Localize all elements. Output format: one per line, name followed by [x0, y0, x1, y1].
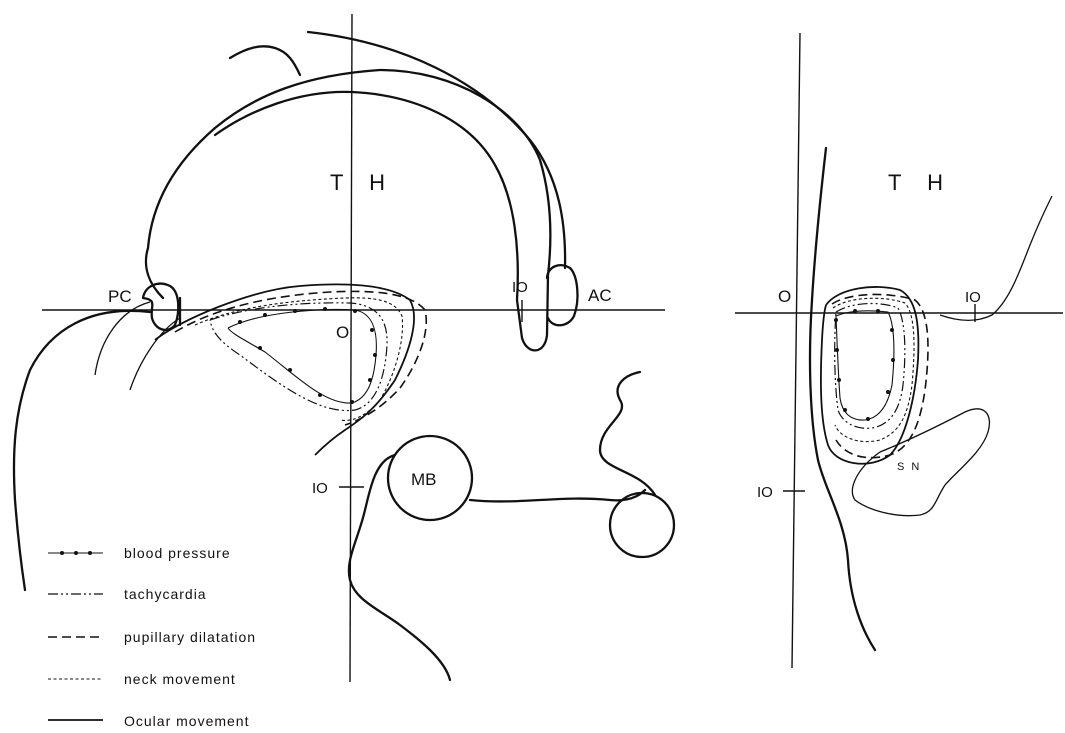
legend-label-blood-pressure: blood pressure: [124, 545, 231, 561]
right-wall-outline: [810, 148, 875, 650]
right-vertical-axis: [792, 33, 800, 668]
left-zone-blood-pressure: [228, 310, 376, 404]
left-tick-x-label: IO: [512, 279, 528, 296]
right-zone-pupillary: [832, 294, 928, 457]
legend-item-pupillary-dilatation: pupillary dilatation: [48, 629, 256, 645]
pc-label: PC: [108, 287, 132, 306]
upper-arc: [230, 46, 300, 75]
legend-label-ocular-movement: Ocular movement: [124, 713, 249, 729]
legend-item-tachycardia: tachycardia: [48, 586, 207, 602]
left-zone-neck: [195, 298, 403, 421]
legend-item-ocular-movement: Ocular movement: [48, 713, 249, 729]
outer-arc: [308, 32, 565, 268]
mb-label: MB: [411, 470, 437, 489]
left-region-label: T H: [330, 170, 395, 195]
right-tick-y-label: IO: [757, 484, 773, 501]
ac-label: AC: [588, 286, 612, 305]
sn-label: S N: [897, 461, 921, 473]
anterior-commissure: [547, 265, 577, 325]
legend-label-pupillary-dilatation: pupillary dilatation: [124, 629, 256, 645]
left-zone-tachycardia: [210, 303, 387, 411]
left-tick-y-label: IO: [312, 480, 328, 497]
optic-chiasm: [610, 493, 674, 557]
legend-item-blood-pressure: blood pressure: [48, 545, 231, 561]
right-tick-x-label: IO: [965, 289, 981, 306]
right-panel: T H S N O IO IO: [735, 33, 1063, 668]
legend-label-neck-movement: neck movement: [124, 671, 236, 687]
right-anterior-curve: [940, 196, 1052, 320]
thalamus-outline: [146, 70, 550, 350]
left-bp-markers: [238, 307, 377, 404]
legend-item-neck-movement: neck movement: [48, 671, 236, 687]
left-panel: T H PC AC MB O IO IO: [14, 14, 674, 682]
chiasm-stalk: [600, 372, 655, 495]
right-zone-blood-pressure: [836, 311, 894, 420]
right-origin-label: O: [778, 287, 791, 306]
optic-tract-line: [470, 490, 645, 501]
legend-label-tachycardia: tachycardia: [124, 586, 207, 602]
left-origin-label: O: [336, 323, 349, 342]
right-region-label: T H: [888, 170, 953, 195]
legend: blood pressure tachycardia pupillary dil…: [48, 545, 256, 729]
